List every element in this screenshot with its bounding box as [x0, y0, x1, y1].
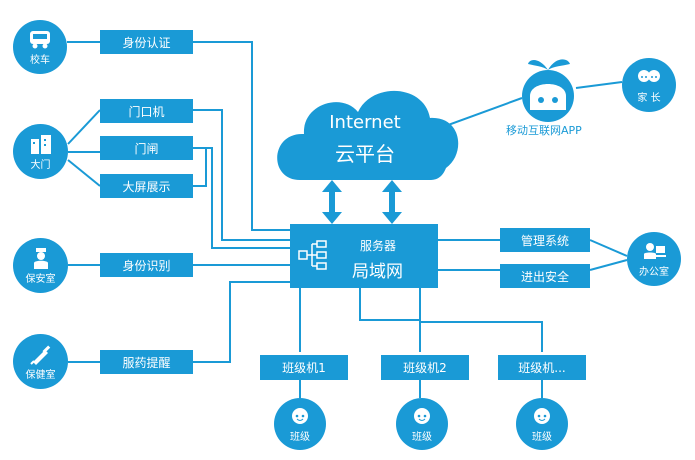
gate-node: 大门 — [13, 124, 68, 179]
line-gate-3 — [67, 159, 101, 187]
class-node-3: 班级 — [516, 398, 568, 450]
security-label: 保安室 — [25, 273, 56, 285]
app-label: 移动互联网APP — [506, 124, 582, 137]
child-face-icon — [529, 405, 555, 427]
line-gate-barrier — [193, 147, 290, 249]
child-face-icon — [287, 405, 313, 427]
security-node: 保安室 — [13, 238, 68, 293]
line-in-out-office — [589, 259, 628, 271]
class-machine-1-box: 班级机1 — [260, 355, 348, 380]
cloud-subtitle: 云平台 — [335, 142, 395, 166]
syringe-icon — [28, 343, 54, 365]
child-face-icon — [409, 405, 435, 427]
line-big-screen — [193, 148, 207, 187]
parent-node: 家 长 — [622, 58, 676, 112]
bus-icon — [27, 28, 53, 50]
line-cloud-app — [439, 97, 523, 129]
server-label: 服务器 — [360, 239, 397, 253]
bus-label: 校车 — [30, 55, 50, 66]
parents-icon — [636, 66, 662, 88]
cloud-shape — [277, 90, 459, 180]
class-label-2: 班级 — [412, 432, 432, 443]
class-node-2: 班级 — [396, 398, 448, 450]
line-class2 — [359, 288, 421, 352]
line-mgmt-office — [589, 239, 628, 257]
class-node-1: 班级 — [274, 398, 326, 450]
gate-machine-box: 门口机 — [100, 99, 193, 123]
line-gate-machine — [193, 109, 290, 241]
server-hub: 服务器 局域网 — [290, 224, 438, 288]
network-tree-icon — [298, 240, 328, 274]
class-machine-3-box: 班级机... — [498, 355, 586, 380]
building-icon — [28, 133, 54, 155]
guard-icon — [28, 247, 54, 269]
line-id-auth — [193, 41, 290, 231]
in-out-safety-box: 进出安全 — [500, 264, 590, 288]
line-app-parent — [575, 81, 623, 89]
clinic-node: 保健室 — [13, 334, 68, 389]
id-auth-box: 身份认证 — [100, 30, 193, 54]
bus-node: 校车 — [13, 20, 67, 74]
line-class3 — [419, 288, 543, 352]
class-machine-2-box: 班级机2 — [381, 355, 469, 380]
office-label: 办公室 — [639, 267, 669, 278]
line-medicine — [193, 281, 290, 363]
class-label-1: 班级 — [290, 432, 310, 443]
lan-label: 局域网 — [352, 262, 403, 282]
office-desk-icon — [641, 240, 667, 262]
clinic-label: 保健室 — [25, 369, 56, 381]
double-arrow-left — [322, 180, 342, 224]
medicine-box: 服药提醒 — [100, 350, 193, 374]
app-robot-icon — [522, 59, 574, 122]
id-recog-box: 身份识别 — [100, 253, 193, 277]
gate-label: 大门 — [30, 159, 51, 171]
gate-barrier-box: 门闸 — [100, 136, 193, 160]
office-node: 办公室 — [627, 232, 681, 286]
double-arrow-right — [382, 180, 402, 224]
mgmt-system-box: 管理系统 — [500, 228, 590, 252]
class-label-3: 班级 — [532, 432, 552, 443]
cloud-title: Internet — [329, 112, 401, 133]
big-screen-box: 大屏展示 — [100, 174, 193, 198]
line-gate-1 — [67, 109, 101, 145]
parent-label: 家 长 — [637, 93, 661, 104]
